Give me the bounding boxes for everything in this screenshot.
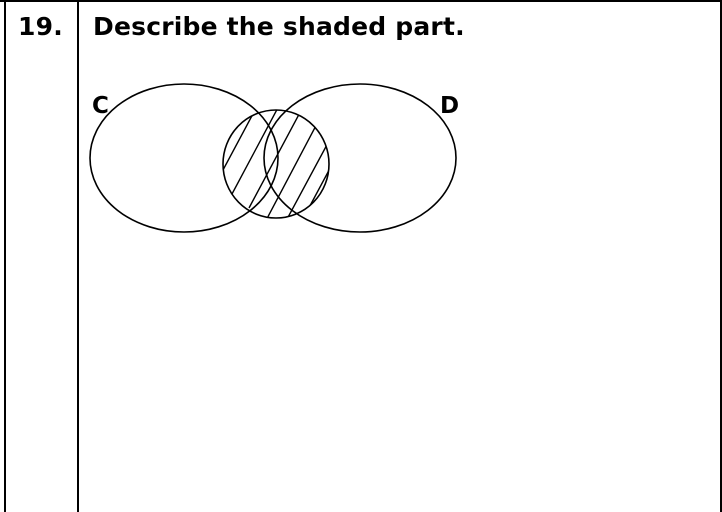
set-c-label: C <box>92 93 109 119</box>
set-d-ellipse <box>263 83 457 233</box>
table-top-border <box>0 0 722 2</box>
shaded-intersection <box>223 110 329 218</box>
table-left-border <box>4 0 6 512</box>
intersection-outline <box>222 109 330 219</box>
question-prompt: Describe the shaded part. <box>93 12 465 41</box>
table-right-border <box>720 0 722 512</box>
set-d-label: D <box>440 93 459 119</box>
question-number: 19. <box>18 12 63 41</box>
set-c-ellipse <box>89 83 279 233</box>
table-column-divider <box>77 0 79 512</box>
